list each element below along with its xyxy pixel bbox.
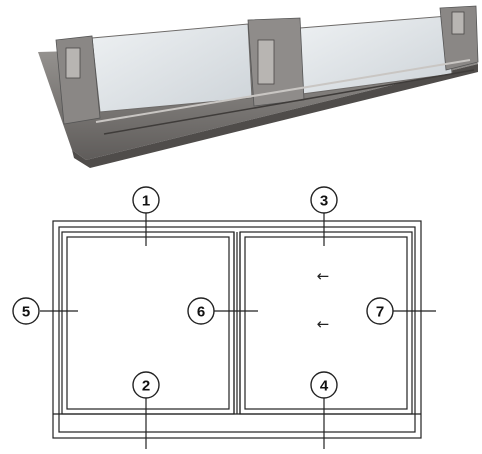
callout-circle [132,186,160,214]
callout-circle [310,371,338,399]
left-profile-detail [65,47,81,79]
callout-1: 1 [132,186,160,214]
callout-label: 6 [197,304,205,321]
callout-label: 5 [22,304,30,321]
window-elevation [40,213,436,449]
right-profile [439,5,479,71]
track-rail-bottom [103,69,475,135]
callout-4: 4 [310,371,338,399]
callout-7: 7 [366,297,394,325]
callout-circle [310,186,338,214]
callout-6: 6 [187,297,215,325]
left-sash-inner [66,236,230,410]
callout-circle [132,371,160,399]
callout-2: 2 [132,371,160,399]
callout-3: 3 [310,186,338,214]
sliding-arrow-lower: ← [317,315,330,333]
callout-label: 2 [142,378,150,395]
callout-circle [12,297,40,325]
right-sash-inner [244,236,408,410]
right-profile-detail [451,11,465,35]
bottom-frame-front [72,64,478,168]
center-profile-detail [257,39,275,85]
outer-frame [52,220,422,439]
callout-circle [187,297,215,325]
window-cutaway-render [38,5,479,168]
callout-label: 7 [376,304,384,321]
left-glass-pane [91,23,253,113]
callout-circle [366,297,394,325]
sliding-arrow-upper: ← [317,267,330,285]
track-rail-top [95,59,471,123]
inner-frame [58,226,416,433]
callout-label: 1 [142,193,150,210]
callout-label: 4 [320,378,329,395]
callout-label: 3 [320,193,328,210]
callout-5: 5 [12,297,40,325]
